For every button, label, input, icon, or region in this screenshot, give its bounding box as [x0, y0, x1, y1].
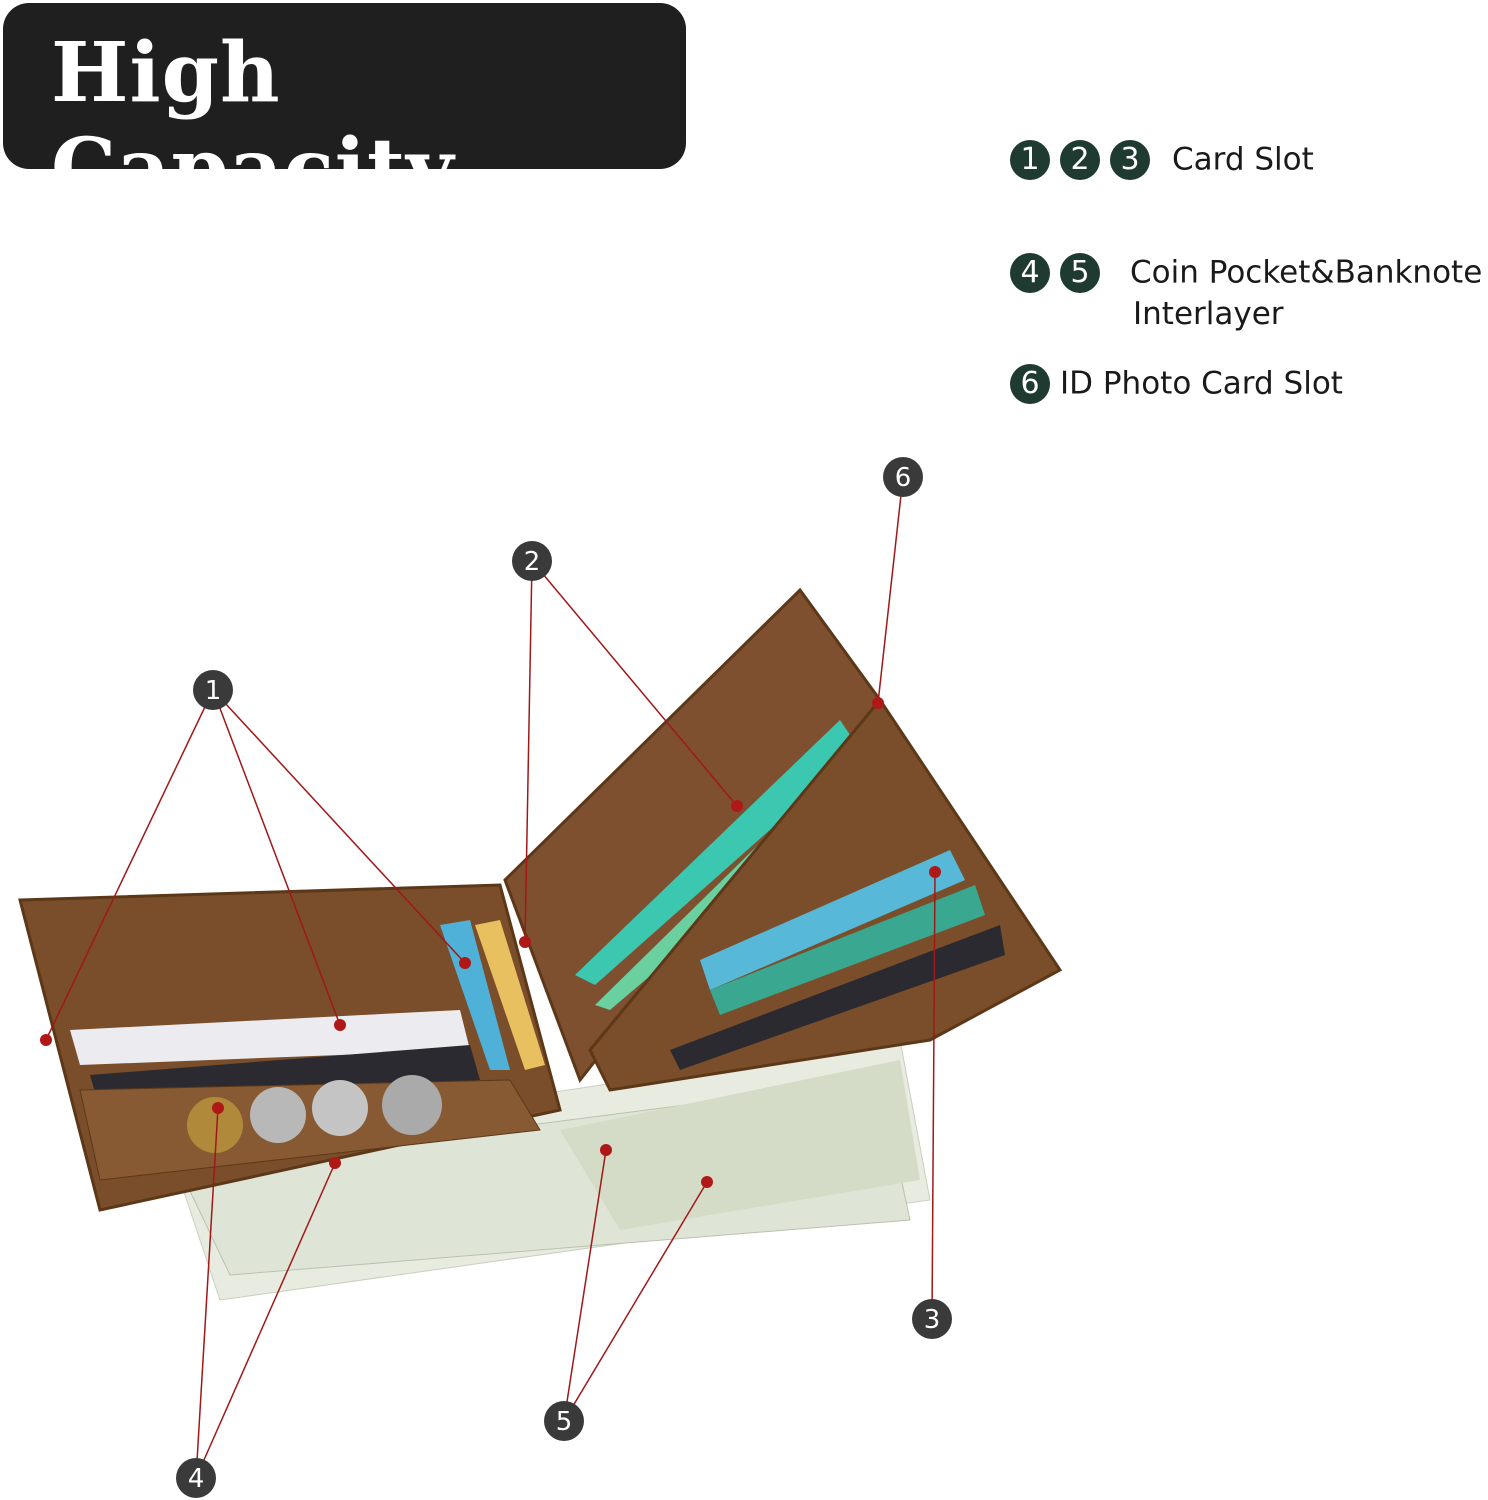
callout-6: 6	[883, 457, 923, 497]
badge-5: 5	[1060, 252, 1100, 293]
title: High Capacity	[51, 25, 455, 217]
badge-2: 2	[1060, 139, 1100, 180]
badge-6: 6	[1010, 363, 1050, 404]
legend-label: Coin Pocket&Banknote	[1130, 254, 1483, 291]
callout-1: 1	[193, 670, 233, 710]
badge-1: 1	[1010, 139, 1050, 180]
svg-text:4: 4	[188, 1464, 205, 1494]
svg-text:1: 1	[205, 676, 222, 706]
badge-3: 3	[1110, 139, 1150, 180]
wallet-right-panel	[503, 587, 1063, 1092]
legend-label: Card Slot	[1172, 141, 1314, 178]
leader-dots	[40, 697, 941, 1188]
svg-text:6: 6	[895, 463, 912, 493]
banknotes	[169, 1039, 931, 1301]
badge-4: 4	[1010, 252, 1050, 293]
leader-lines	[45, 476, 936, 1479]
legend-label-line2: Interlayer	[1133, 296, 1284, 332]
wallet-left-panel	[18, 883, 562, 1212]
callout-3: 3	[912, 1299, 952, 1339]
title-banner: High Capacity	[3, 3, 686, 217]
svg-text:3: 3	[924, 1305, 941, 1335]
callout-5: 5	[544, 1401, 584, 1441]
callout-4: 4	[176, 1458, 216, 1498]
legend-id-slot: 6 ID Photo Card Slot	[1010, 361, 1343, 405]
legend-label: ID Photo Card Slot	[1060, 365, 1343, 402]
svg-text:5: 5	[556, 1407, 573, 1437]
svg-text:2: 2	[524, 547, 541, 577]
callout-2: 2	[512, 541, 552, 581]
